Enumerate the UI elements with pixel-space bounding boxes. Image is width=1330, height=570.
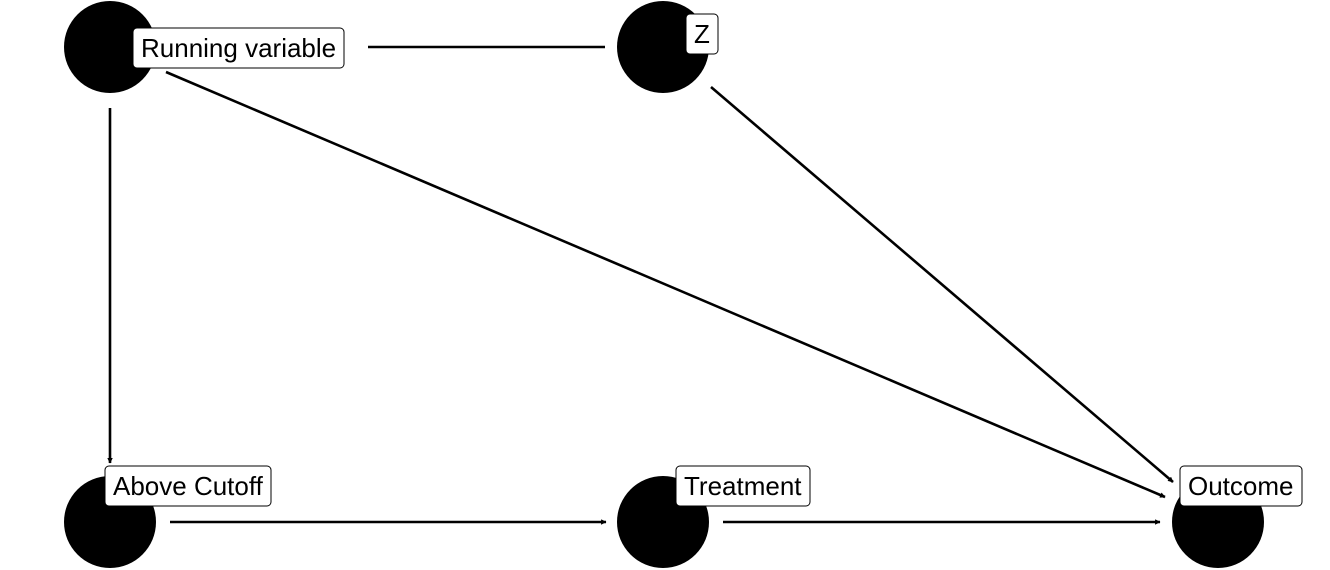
node-label-box (685, 13, 719, 55)
node-label-box (1179, 465, 1303, 507)
node-label-box (104, 465, 272, 507)
node-label-text: Running variable (141, 33, 336, 63)
labels-layer: Running variable Z Above Cutoff Treatment Ou… (104, 13, 1303, 507)
node-label-z: Z (685, 13, 719, 55)
edge-z-to-outcome (710, 86, 1174, 483)
node-label-cutoff: Above Cutoff (104, 465, 272, 507)
node-label-text: Outcome (1188, 471, 1294, 501)
node-label-box (675, 465, 811, 507)
node-label-text: Z (694, 19, 710, 49)
edge-running-to-outcome (165, 70, 1166, 499)
edges-layer (107, 45, 1174, 525)
node-label-box (132, 27, 345, 69)
node-label-running: Running variable (132, 27, 345, 69)
node-running (64, 1, 156, 93)
node-label-outcome: Outcome (1179, 465, 1303, 507)
node-label-text: Above Cutoff (113, 471, 264, 501)
node-label-text: Treatment (684, 471, 802, 501)
node-label-treatment: Treatment (675, 465, 811, 507)
